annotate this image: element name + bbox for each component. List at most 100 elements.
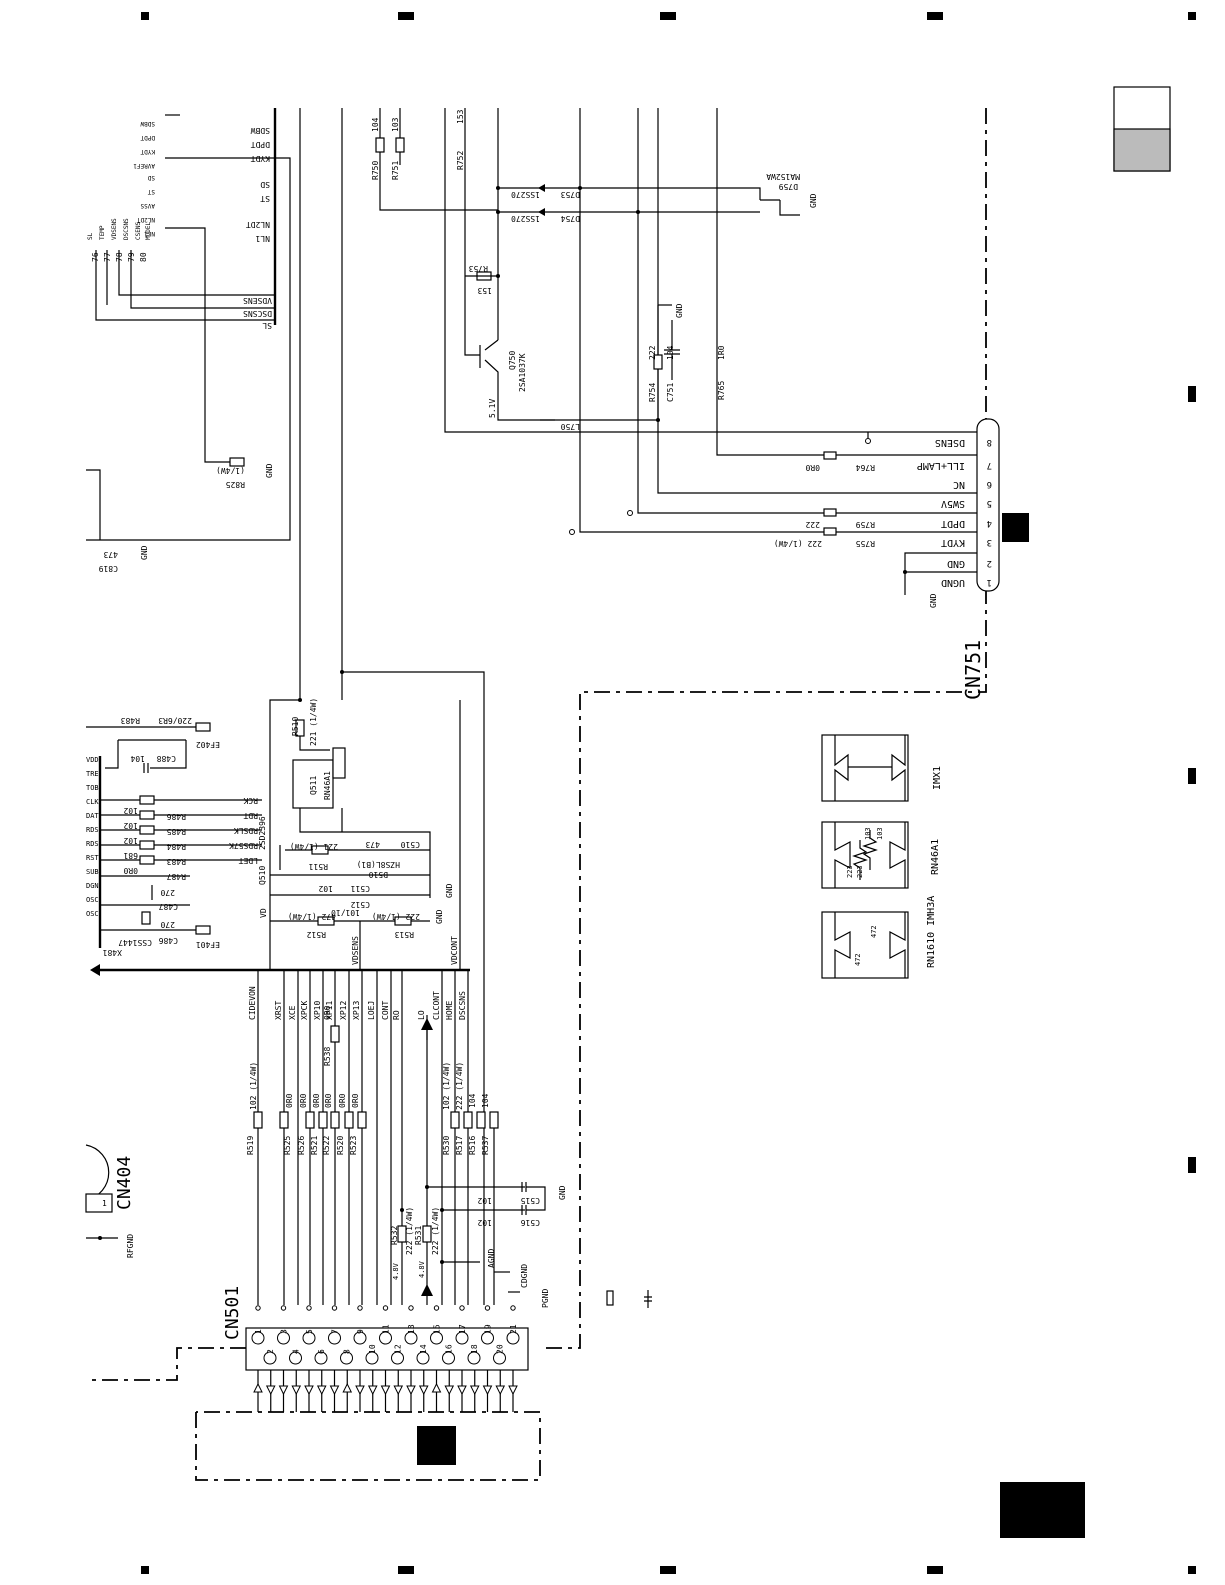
c751-value: 104 (666, 345, 675, 360)
harness-arrow (431, 1382, 442, 1393)
cn501-pin-number: 1 (254, 1329, 263, 1334)
r755-value: 222 (1/4W) (774, 539, 822, 548)
harness-arrow (342, 1382, 353, 1393)
v51-label: 5.1V (488, 399, 497, 418)
cn501-signal-label: LOEJ (367, 1001, 376, 1020)
cn501-pin-ring (328, 1331, 341, 1345)
rds-chip-pin: OSC (86, 910, 99, 918)
harness-arrow (316, 1385, 327, 1396)
r517-value: 222 (1/4W) (455, 1062, 464, 1110)
rds-chip-pin: RDS (86, 826, 99, 834)
c510-value: 473 (365, 840, 380, 849)
rds-net-label: RCK (243, 796, 258, 805)
r487-label: R487 (167, 872, 186, 881)
gnd-q510: GND (445, 883, 454, 898)
r759-value: 222 (805, 520, 820, 529)
ic-pin-number: 78 (115, 252, 124, 262)
gnd-c751: GND (675, 303, 684, 318)
cn501-ref: CN501 (222, 1286, 243, 1340)
cn501-signal-label: XP11 (325, 1001, 334, 1020)
r531-value: 222 (1/4W) (431, 1207, 440, 1255)
ic-net-label: NL2DT (137, 216, 155, 223)
power-switch-circuit (375, 108, 800, 422)
ic-vertical-label: MODEL (145, 222, 152, 240)
cn501-signal-label: XCE (288, 1005, 297, 1020)
d759-value: MA152WA (766, 172, 800, 181)
cn751-pin-name: KYDT (941, 537, 965, 548)
q750-value: 2SA1037K (518, 353, 527, 392)
rds-net-label: RDT (243, 811, 258, 820)
r532-label: R532 (390, 1226, 399, 1245)
r486-label: R486 (167, 812, 186, 821)
r753-value: 153 (477, 286, 492, 295)
legend-glyphs (606, 1290, 652, 1308)
vdcont-label: VDCONT (450, 936, 459, 965)
ic-net-label: KYDT (140, 148, 155, 155)
cn501-pin-terminal (382, 1305, 389, 1311)
harness-arrow (444, 1385, 455, 1396)
cn501-pin-terminal (255, 1305, 261, 1311)
c487-value: 270 (160, 888, 175, 897)
q511-label: Q511 (309, 776, 318, 795)
r754-label: R754 (648, 383, 657, 402)
rds-chip-pin: TRE (86, 770, 99, 778)
ic-net-label-right: KYDT (251, 154, 270, 163)
cn501-pin-ring (506, 1331, 520, 1345)
ic-pin-number: 76 (91, 252, 100, 262)
cn501-pin-terminal (306, 1305, 312, 1311)
cn501-pin-number: 15 (433, 1324, 442, 1334)
rfgnd-label: RFGND (126, 1234, 135, 1258)
r752-value: 153 (456, 109, 465, 124)
rds-chip-pin: CLK (86, 798, 99, 806)
c512-value: 101/10 (331, 908, 360, 917)
r519-value: 102 (1/4W) (249, 1062, 258, 1110)
c511-label: C511 (351, 884, 370, 893)
rds-chip-pin: SUB (86, 868, 99, 876)
cn501-pin-number: 4 (292, 1349, 301, 1354)
r484-value: 102 (123, 836, 138, 845)
cn501-pin-terminal (459, 1305, 465, 1311)
cn501-pin-ring (481, 1331, 494, 1345)
cn751-pin-number: 2 (987, 558, 992, 568)
harness-arrow (278, 1385, 289, 1396)
cn501-pin-terminal (433, 1305, 440, 1311)
d754-label: D754 (561, 214, 580, 223)
harness-arrow (469, 1385, 480, 1396)
cn404-ref: CN404 (114, 1156, 135, 1210)
r486-value: 102 (123, 806, 138, 815)
cn501-pin-number: 17 (458, 1324, 467, 1334)
rds-chip-pin: TOB (86, 784, 99, 792)
c751-label: C751 (666, 383, 675, 402)
cn501-pin-number: 3 (280, 1329, 289, 1334)
r512-label: R512 (307, 930, 326, 939)
c488-value: 104 (130, 754, 145, 763)
cn501-pin-ring (353, 1331, 367, 1345)
r530-label: R530 (442, 1136, 451, 1155)
rn46a1-val-4: 103 (876, 827, 884, 840)
cn501-pin-number: 2 (266, 1349, 275, 1354)
cn501-pin-ring (379, 1331, 392, 1345)
cn501-pin-terminal (331, 1305, 338, 1311)
ic-net-label-right: ST (260, 194, 270, 203)
r525-value: 0R0 (285, 1093, 294, 1108)
ef401-label: EF401 (196, 940, 220, 949)
r483b-label: R483 (167, 857, 186, 866)
r754-value: 222 (648, 345, 657, 360)
r764-label: R764 (856, 463, 875, 472)
ic-pin-number: 79 (127, 252, 136, 262)
cn751-pin-number: 5 (987, 498, 992, 508)
cn751-connector: CN751 (961, 418, 1000, 700)
pgnd-label: PGND (541, 1289, 550, 1308)
r487-value: 0R0 (123, 866, 138, 875)
c486-label: C486 (159, 936, 178, 945)
r759-label: R759 (856, 520, 875, 529)
cn501-signal-label: LO (417, 1010, 426, 1020)
x481-value: CSS1447 (118, 938, 152, 947)
r483-label: R483 (121, 716, 140, 725)
imh3a-val-1: 472 (854, 953, 862, 966)
cn751-pin-number: 7 (987, 460, 992, 470)
harness-arrow (418, 1385, 429, 1396)
q510-label: Q510 (258, 866, 267, 885)
